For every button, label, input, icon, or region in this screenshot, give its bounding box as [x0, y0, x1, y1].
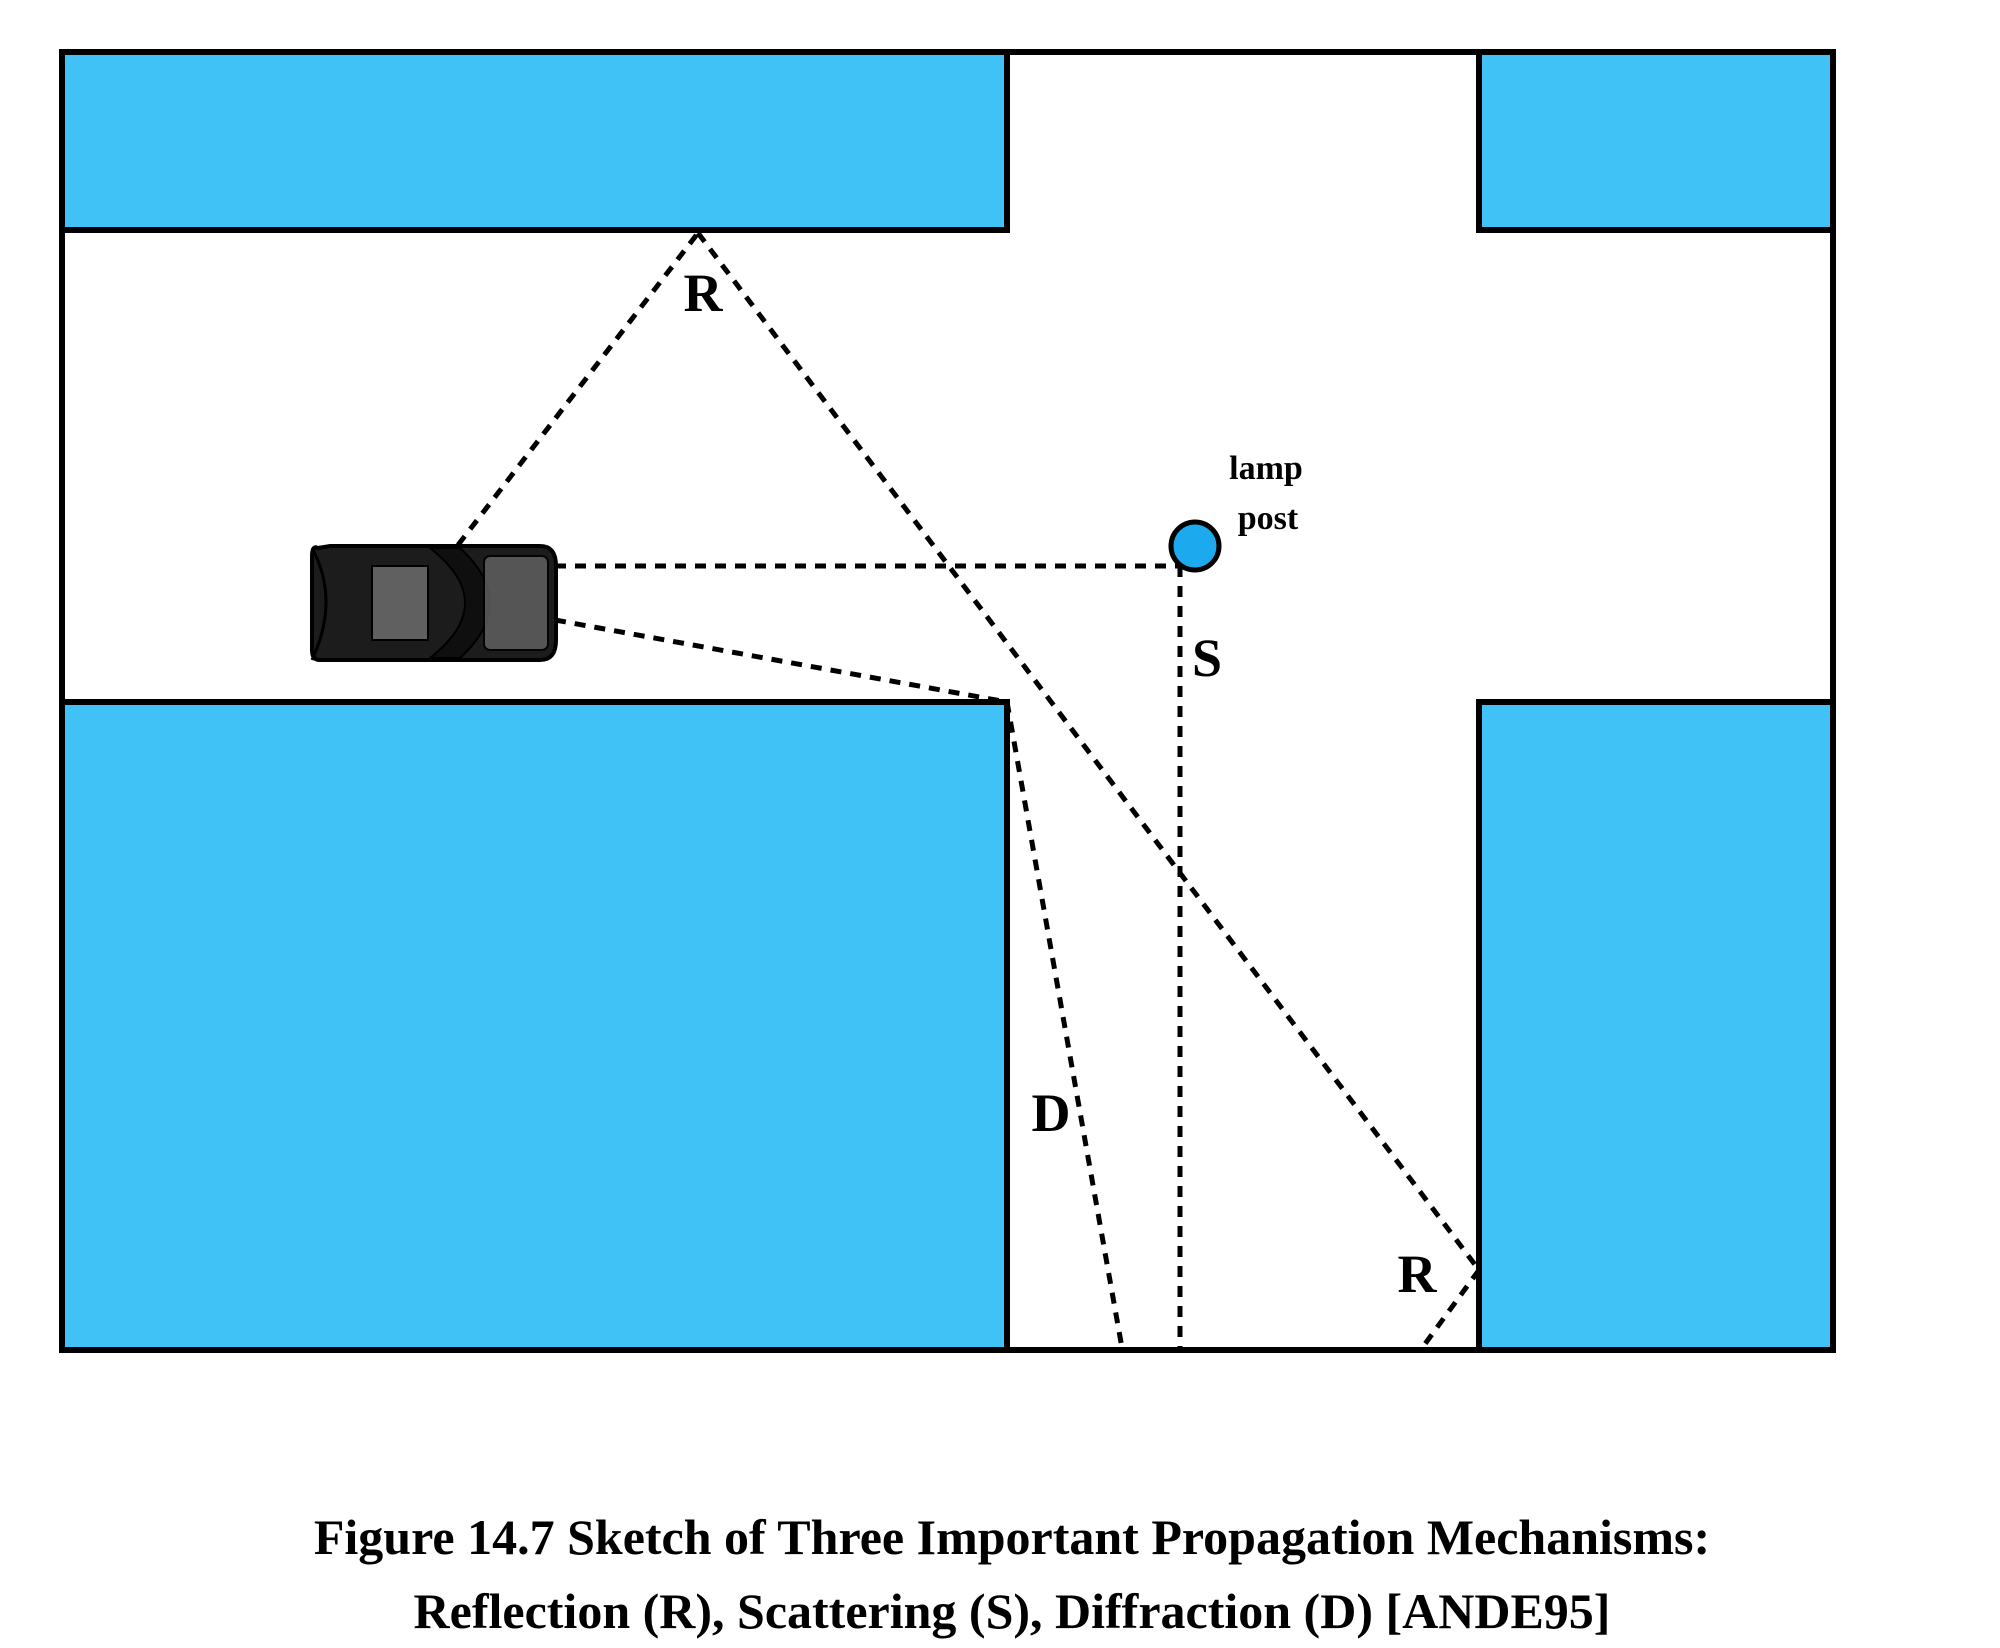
caption-line-1: Figure 14.7 Sketch of Three Important Pr…: [313, 1509, 1711, 1565]
car-hood: [483, 555, 549, 651]
reflection-path-reflected: [696, 231, 1481, 1272]
reflection-path-second: [1419, 1268, 1482, 1350]
building-bottom-left: [59, 699, 1010, 1353]
building-top-left: [59, 49, 1010, 233]
diffraction-path-diffracted: [1004, 701, 1125, 1349]
lamp-post: [1168, 519, 1222, 573]
label-reflection-top: R: [684, 263, 724, 323]
caption-line-2: Reflection (R), Scattering (S), Diffract…: [413, 1583, 1611, 1639]
label-lamp: lamp: [1229, 450, 1303, 487]
diffraction-path-incident: [554, 617, 1008, 705]
reflection-path-incident: [456, 231, 700, 547]
propagation-paths: [456, 231, 1482, 1350]
car-windshield: [427, 547, 491, 659]
label-post: post: [1238, 500, 1299, 537]
car-icon: [310, 544, 558, 662]
car-rear-cap: [310, 547, 328, 661]
figure-caption: Figure 14.7 Sketch of Three Important Pr…: [12, 1500, 2000, 1648]
car-roof: [371, 565, 429, 641]
label-diffraction: D: [1032, 1083, 1071, 1143]
building-top-right: [1476, 49, 1836, 233]
building-bottom-right: [1476, 699, 1836, 1353]
label-reflection-bottom: R: [1398, 1244, 1438, 1304]
label-scattering: S: [1192, 628, 1222, 688]
